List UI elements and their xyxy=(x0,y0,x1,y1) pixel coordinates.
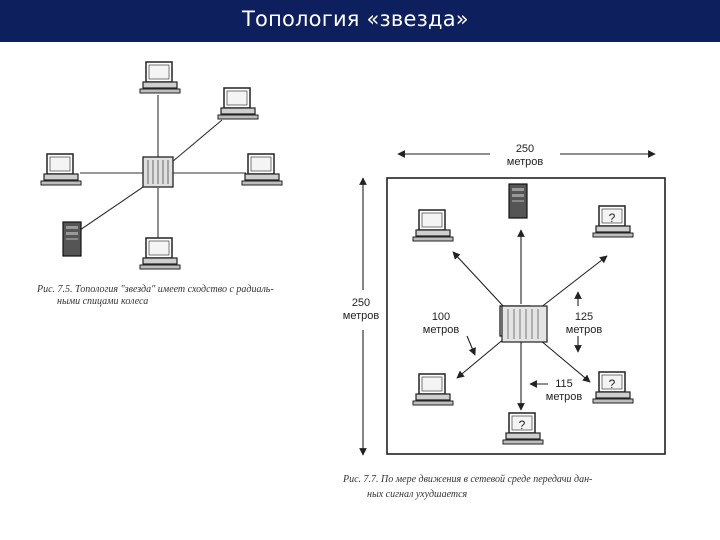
computer-icon xyxy=(412,373,454,406)
right-caption-line-1: Рис. 7.7. По мере движения в сетевой сре… xyxy=(342,474,592,485)
computer-icon xyxy=(241,153,283,186)
left-star-diagram: Рис. 7.5. Топология "звезда" имеет сходс… xyxy=(36,61,283,307)
computer-icon xyxy=(139,61,181,94)
question-mark-label: ? xyxy=(519,418,526,432)
left-caption-line-2: ными спицами колеса xyxy=(57,296,148,307)
right-distance-diagram: 250 метров 250 метров xyxy=(342,143,666,500)
height-label-unit: метров xyxy=(343,310,380,322)
distance-115-unit: метров xyxy=(546,391,583,403)
computer-icon xyxy=(139,237,181,270)
server-tower-icon xyxy=(62,221,82,257)
distance-125-value: 125 xyxy=(575,311,593,323)
computer-icon xyxy=(412,209,454,242)
width-label-value: 250 xyxy=(516,143,534,155)
distance-100-value: 100 xyxy=(432,311,450,323)
distance-arrows xyxy=(452,229,608,411)
computer-icon xyxy=(40,153,82,186)
distance-115-value: 115 xyxy=(555,378,573,390)
spoke-lines xyxy=(79,95,246,242)
height-label-value: 250 xyxy=(352,297,370,309)
server-tower-icon xyxy=(508,183,528,219)
question-mark-label: ? xyxy=(609,211,616,225)
area-boundary xyxy=(386,177,666,455)
distance-125-unit: метров xyxy=(566,324,603,336)
computer-icon xyxy=(217,87,259,120)
hub-icon xyxy=(142,156,174,188)
question-mark-label: ? xyxy=(609,377,616,391)
left-caption-line-1: Рис. 7.5. Топология "звезда" имеет сходс… xyxy=(36,284,274,295)
width-label-unit: метров xyxy=(507,156,544,168)
title-bar: Топология «звезда» xyxy=(0,0,720,42)
hub-box xyxy=(501,305,548,343)
distance-100-unit: метров xyxy=(423,324,460,336)
slide-title: Топология «звезда» xyxy=(242,7,469,31)
right-caption-line-2: ных сигнал ухудшается xyxy=(367,489,468,500)
